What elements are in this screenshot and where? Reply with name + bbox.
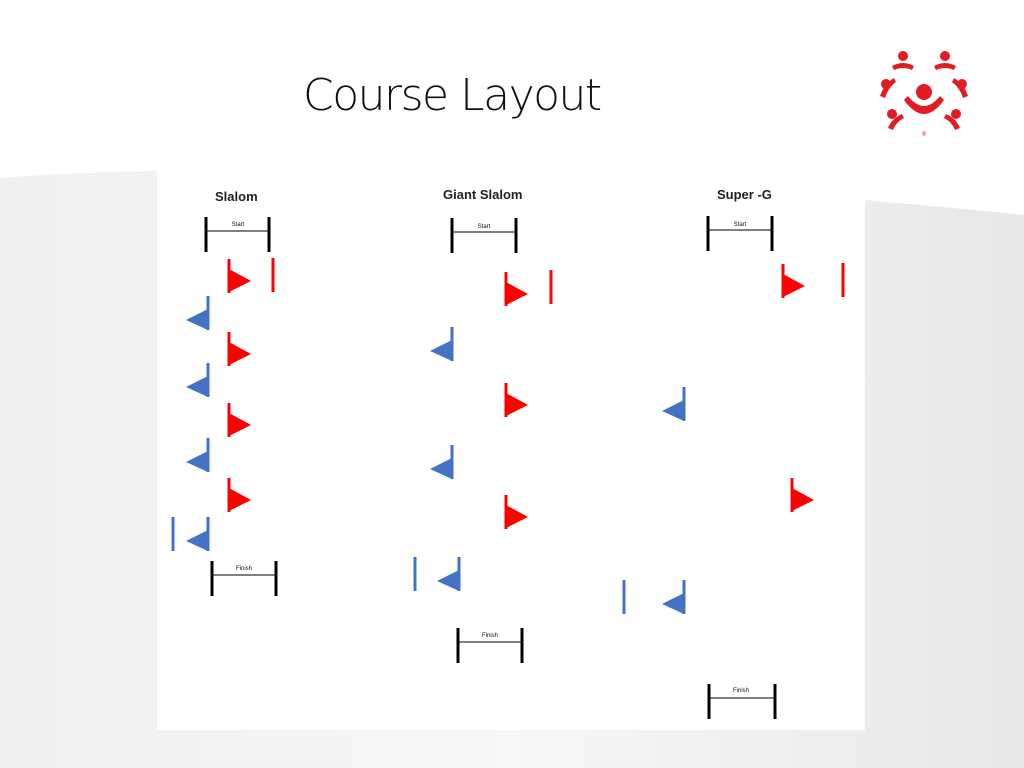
giant-slalom-blue-flag-1	[430, 340, 452, 361]
course-title-slalom: Slalom	[215, 189, 258, 204]
diagram-canvas	[157, 168, 865, 730]
slalom-blue-flag-2	[186, 376, 208, 397]
slide-title: Course Layout	[303, 70, 602, 121]
course-title-giant-slalom: Giant Slalom	[443, 187, 523, 202]
slalom-blue-flag-4	[186, 530, 208, 551]
giant-slalom-start-label: Start	[477, 224, 491, 230]
giant-slalom-red-flag-2	[506, 393, 528, 416]
slalom-finish-label: Finish	[235, 566, 252, 572]
slalom-red-flag-4	[229, 488, 251, 511]
super-g-blue-flag-2	[662, 593, 684, 614]
slalom-blue-flag-1	[186, 309, 208, 330]
giant-slalom-red-flag-1	[506, 282, 528, 305]
super-g-red-flag-2	[792, 488, 814, 511]
super-g-blue-flag-1	[662, 400, 684, 421]
giant-slalom-red-flag-3	[506, 505, 528, 528]
super-g-red-flag-1	[783, 274, 805, 297]
giant-slalom-blue-flag-3	[437, 570, 459, 591]
giant-slalom-blue-flag-2	[430, 458, 452, 479]
super-g-start-label: Start	[733, 222, 747, 228]
slalom-start-label: Start	[231, 222, 245, 228]
super-g-finish-label: Finish	[732, 688, 749, 694]
slalom-red-flag-3	[229, 413, 251, 436]
slalom-red-flag-1	[229, 269, 251, 292]
giant-slalom-finish-label: Finish	[481, 633, 498, 639]
course-title-super-g: Super -G	[717, 187, 772, 202]
special-olympics-logo-icon: ®	[880, 51, 968, 138]
svg-text:®: ®	[922, 131, 927, 138]
slalom-blue-flag-3	[186, 451, 208, 472]
slalom-red-flag-2	[229, 342, 251, 365]
